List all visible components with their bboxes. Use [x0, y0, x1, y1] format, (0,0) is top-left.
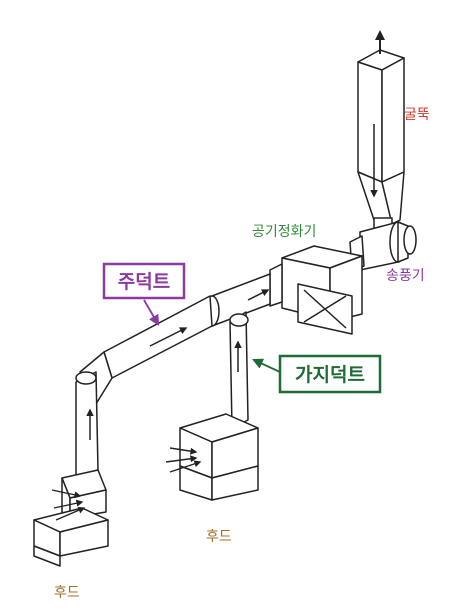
air-cleaner [269, 245, 363, 335]
hood-main [33, 469, 109, 567]
main-duct-pointer [143, 299, 160, 326]
main-duct [75, 273, 271, 477]
chimney [357, 49, 405, 237]
main-duct-callout [102, 262, 186, 326]
hood-branch-label: 후드 [206, 529, 232, 545]
air-cleaner-label: 공기정화기 [252, 224, 316, 240]
branch-duct-callout [252, 354, 382, 394]
hood-main-label: 후드 [54, 585, 80, 601]
branch-duct [229, 311, 249, 429]
branch-duct-label: 가지덕트 [295, 364, 365, 386]
blower-label: 송풍기 [386, 268, 425, 284]
branch-duct-label-box [278, 354, 382, 394]
main-duct-label-box [102, 262, 186, 300]
branch-duct-pointer [252, 358, 281, 373]
hood-branch [165, 413, 259, 501]
main-duct-label: 주덕트 [118, 271, 170, 293]
chimney-label: 굴뚝 [404, 107, 430, 123]
